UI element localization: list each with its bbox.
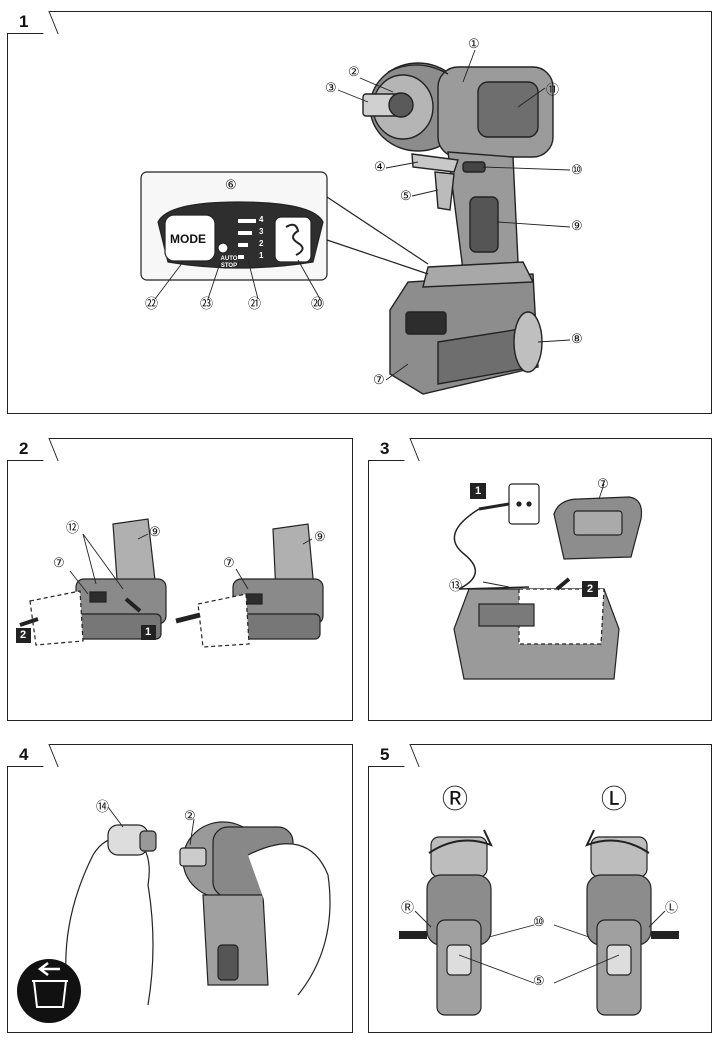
- rotation-right-label: Ⓡ: [442, 785, 469, 815]
- figure-1-panel: 1: [7, 11, 712, 414]
- figure-3-panel: 3 ⑦ ⑬ 1 2: [368, 438, 712, 721]
- step-1-badge: 1: [145, 626, 152, 638]
- rotation-left-label: Ⓛ: [601, 785, 628, 815]
- callout-10: ⑩: [533, 914, 545, 929]
- callout-21: ㉑: [248, 296, 262, 311]
- callout-4: ④: [374, 159, 386, 174]
- callout-9: ⑨: [571, 218, 583, 233]
- figure-4-panel: 4 ⑭ ②: [7, 744, 353, 1033]
- callout-23: ㉓: [200, 296, 214, 311]
- level-4-label: 4: [259, 215, 264, 224]
- step-1-badge: 1: [475, 485, 482, 497]
- mode-button-label: MODE: [170, 232, 206, 246]
- callout-9-right: ⑨: [314, 529, 326, 544]
- figure-2-panel: 2 ⑫ ⑦: [7, 438, 353, 721]
- control-panel-detail: [140, 171, 429, 281]
- callout-11: ⑪: [546, 82, 560, 97]
- figure-2-number: 2: [7, 438, 48, 461]
- callout-12: ⑫: [66, 520, 80, 535]
- callout-9-left: ⑨: [149, 524, 161, 539]
- level-1-label: 1: [259, 251, 264, 260]
- callout-3: ③: [325, 80, 337, 95]
- figure-4-illustration: [17, 806, 331, 1023]
- callout-20: ⑳: [311, 296, 325, 311]
- callout-14: ⑭: [96, 799, 110, 814]
- step-2-badge: 2: [20, 629, 27, 641]
- figure-5-illustration: [399, 829, 679, 1016]
- callout-5: ⑤: [533, 973, 545, 988]
- auto-stop-label: AUTO STOP: [220, 256, 238, 269]
- step-2-badge: 2: [587, 583, 594, 595]
- callout-7-left: ⑦: [53, 555, 65, 570]
- callout-1: ①: [468, 36, 480, 51]
- figure-2-illustration: [16, 518, 324, 648]
- callout-7: ⑦: [597, 476, 609, 491]
- impact-wrench-drawing: [362, 62, 554, 395]
- callout-8: ⑧: [571, 331, 583, 346]
- callout-22: ㉒: [145, 296, 159, 311]
- figure-1-number: 1: [7, 11, 48, 34]
- figure-3-illustration: [453, 483, 643, 680]
- figure-5-panel: 5 Ⓡ Ⓛ Ⓡ ⑩: [368, 744, 712, 1033]
- level-2-label: 2: [259, 239, 264, 248]
- callout-l: Ⓛ: [665, 900, 679, 915]
- figure-1-illustration: [140, 49, 571, 395]
- figure-3-number: 3: [368, 438, 409, 461]
- callout-2: ②: [184, 808, 196, 823]
- callout-7: ⑦: [373, 372, 385, 387]
- callout-13: ⑬: [449, 578, 463, 593]
- figure-5-number: 5: [368, 744, 409, 767]
- level-3-label: 3: [259, 227, 264, 236]
- callout-5: ⑤: [400, 188, 412, 203]
- callout-6: ⑥: [225, 177, 237, 192]
- figure-4-number: 4: [7, 744, 48, 767]
- callout-10: ⑩: [571, 162, 583, 177]
- callout-2: ②: [348, 64, 360, 79]
- callout-r: Ⓡ: [401, 900, 415, 915]
- callout-7-right: ⑦: [223, 555, 235, 570]
